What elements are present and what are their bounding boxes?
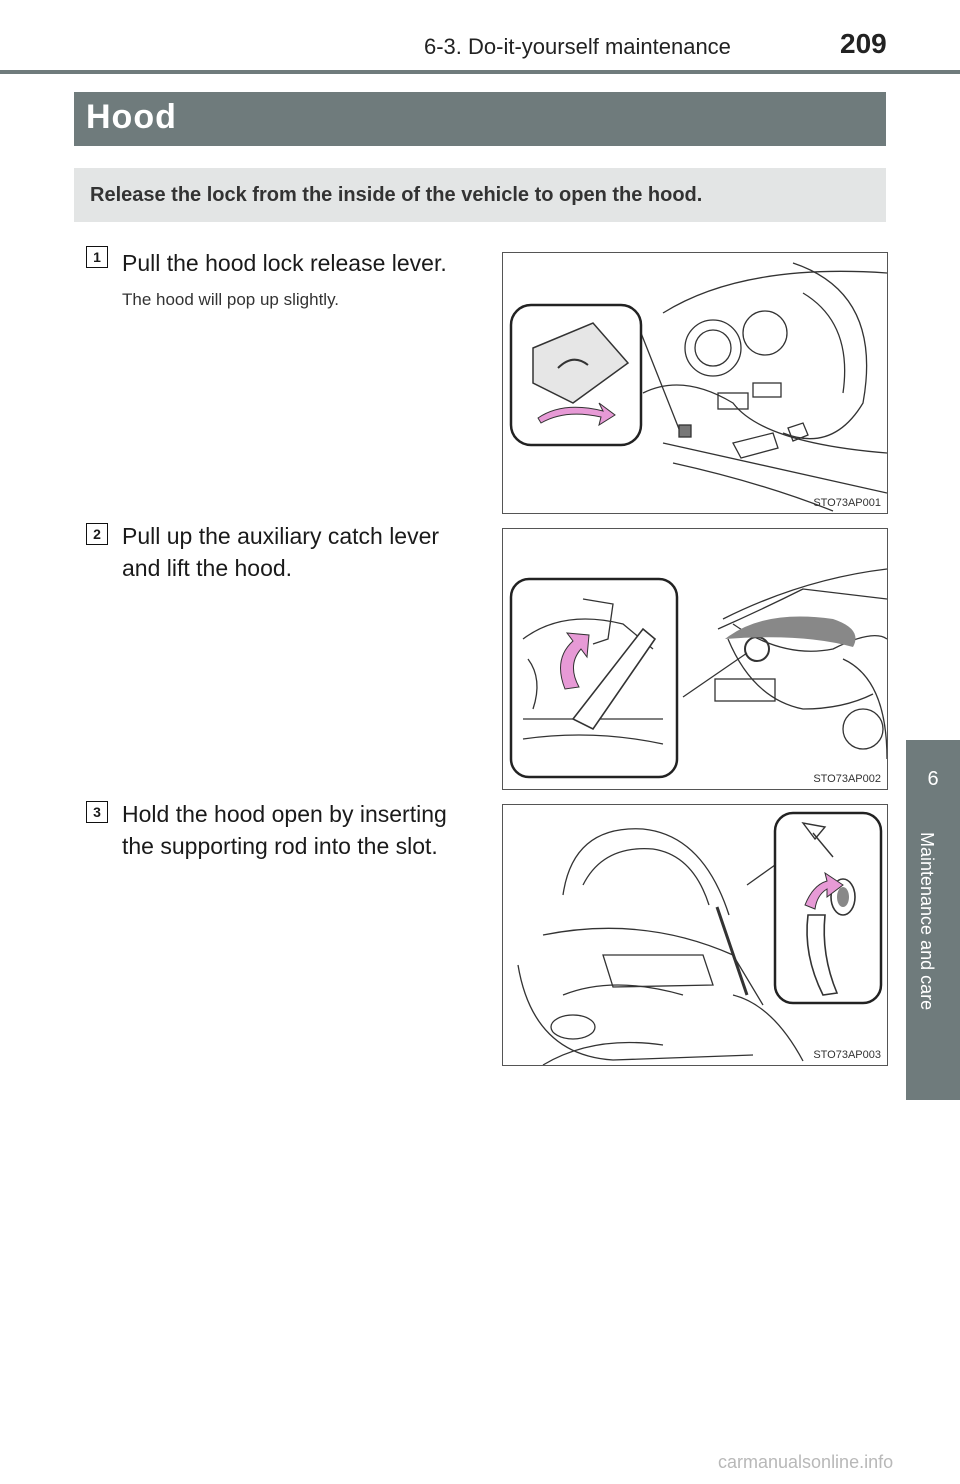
catch-lever-drawing — [509, 568, 887, 779]
image-code: STO73AP001 — [813, 497, 881, 509]
page-title: Hood — [86, 98, 177, 136]
chapter-number: 6 — [927, 768, 939, 790]
illustration-auxiliary-catch-lever: STO73AP002 — [502, 528, 888, 790]
hood-lever-drawing — [509, 262, 887, 512]
section-heading: 6-3. Do-it-yourself maintenance — [424, 34, 731, 59]
page-number: 209 — [840, 28, 887, 59]
step-number-1: 1 — [86, 246, 108, 268]
step-number-3: 3 — [86, 801, 108, 823]
step-2-text: Pull up the auxiliary catch lever and li… — [122, 523, 440, 581]
lever-callout — [509, 303, 643, 447]
illustration-hood-release-lever: STO73AP001 — [502, 252, 888, 514]
title-bar: Hood — [74, 92, 886, 146]
intro-box: Release the lock from the inside of the … — [74, 168, 886, 222]
watermark: carmanualsonline.info — [718, 1452, 894, 1472]
intro-text: Release the lock from the inside of the … — [90, 184, 703, 206]
header-divider — [0, 70, 960, 74]
image-code: STO73AP002 — [813, 773, 881, 785]
step-3-text: Hold the hood open by inserting the supp… — [122, 801, 447, 859]
step-1-note: The hood will pop up slightly. — [122, 290, 340, 309]
step-1-text: Pull the hood lock release lever. — [122, 250, 447, 276]
chapter-title: Maintenance and care — [917, 832, 937, 1011]
support-rod-drawing — [517, 811, 883, 1065]
image-code: STO73AP003 — [813, 1049, 881, 1061]
step-number-2: 2 — [86, 523, 108, 545]
illustration-support-rod: STO73AP003 — [502, 804, 888, 1066]
chapter-side-tab[interactable]: 6 Maintenance and care — [906, 740, 960, 1100]
rod-slot-callout — [773, 811, 883, 1005]
catch-lever-callout — [509, 577, 679, 779]
